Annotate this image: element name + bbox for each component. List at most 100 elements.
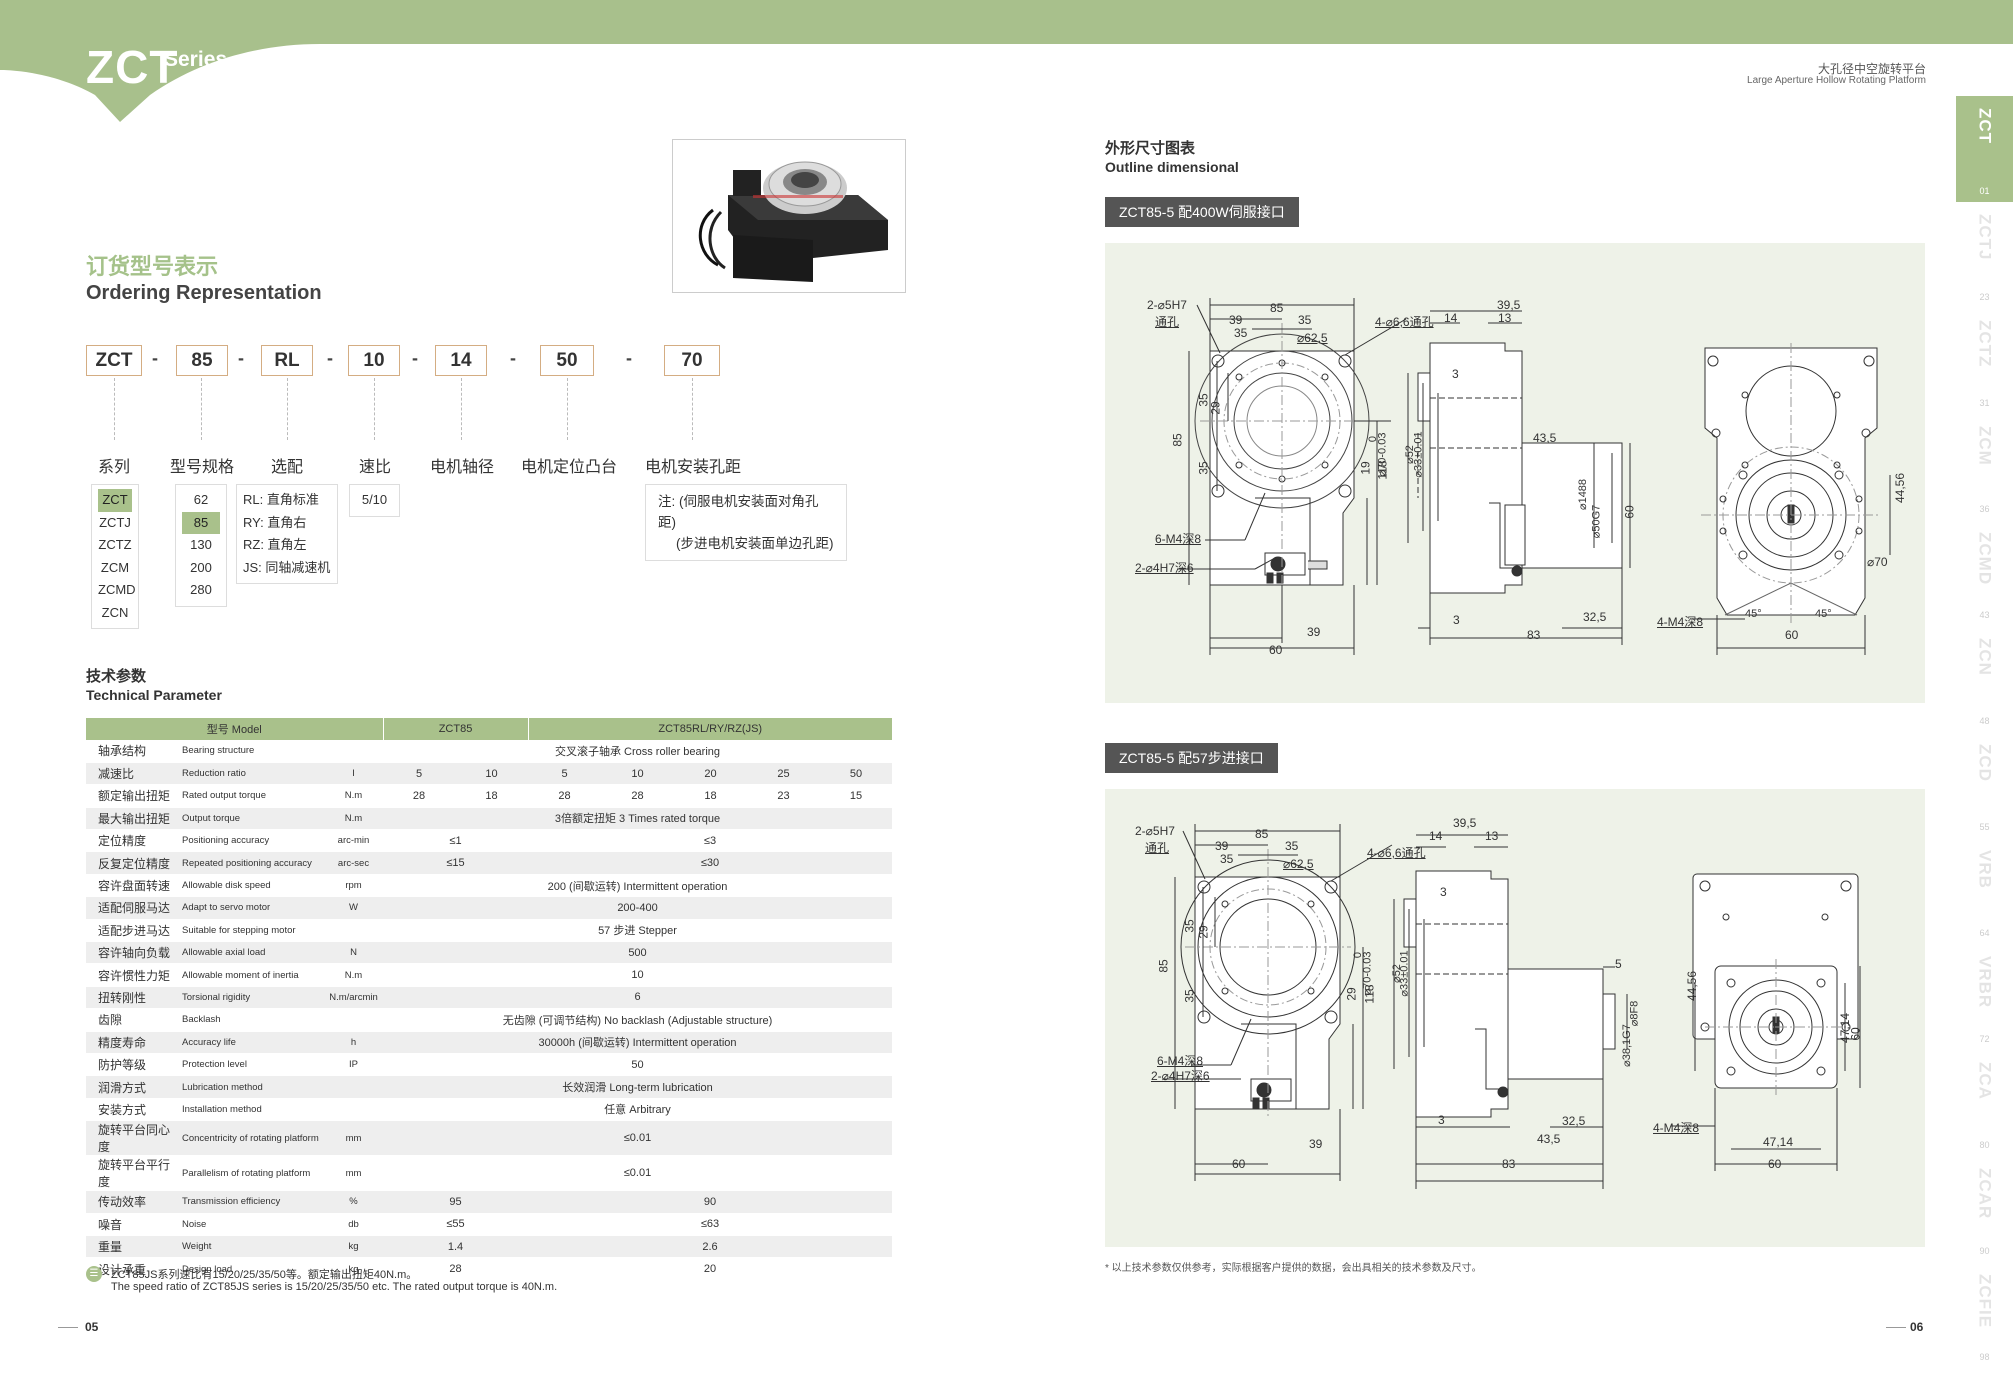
dim-label: 29 — [1208, 401, 1223, 415]
series-subtitle: Series — [164, 48, 228, 71]
side-tab-label: ZCFIE — [1975, 1274, 1995, 1329]
header-title-cn: 大孔径中空旋转平台 — [1817, 62, 1926, 76]
dim-label: 35 — [1285, 839, 1299, 853]
tech-cell: Suitable for stepping motor — [176, 919, 324, 943]
tech-cell: 1.4 — [383, 1235, 528, 1259]
tech-cell: ≤63 — [528, 1213, 892, 1236]
side-tab-page: 98 — [1979, 1352, 1990, 1362]
tech-cell: Lubrication method — [176, 1075, 324, 1099]
tech-cell: 90 — [528, 1190, 892, 1214]
tech-note-cn: ZCT85JS系列速比有15/20/25/35/50等。额定输出扭矩40N.m。 — [111, 1269, 418, 1281]
side-tab-label: ZCTZ — [1975, 320, 1995, 368]
header-title-en: Large Aperture Hollow Rotating Platform — [1747, 75, 1926, 86]
tech-cell: 最大输出扭矩 — [86, 807, 176, 831]
side-tab-page: 55 — [1979, 822, 1990, 832]
tech-cell: ≤55 — [383, 1213, 528, 1236]
dim-label: 43,5 — [1533, 431, 1557, 445]
code-hole-distance: 70 — [664, 345, 720, 376]
option-item: 280 — [190, 582, 212, 597]
option-item: 200 — [190, 559, 212, 575]
tech-cell: 轴承结构 — [86, 740, 176, 763]
dim-label: 43,5 — [1537, 1132, 1561, 1146]
connector-line — [461, 378, 462, 440]
side-tab-page: 80 — [1979, 1140, 1990, 1150]
option-item: ZCTZ — [98, 537, 132, 552]
tech-cell: Allowable moment of inertia — [176, 963, 324, 987]
dim-label: 4-M4深8 — [1653, 1121, 1700, 1135]
tech-cell: 10 — [601, 762, 674, 786]
tech-cell: Concentricity of rotating platform — [176, 1120, 324, 1157]
tech-cell: Allowable axial load — [176, 941, 324, 965]
side-tab-zctj[interactable]: ZCTJ 23 — [1956, 202, 2013, 308]
side-tab-page: 43 — [1979, 610, 1990, 620]
tech-cell: W — [324, 896, 383, 920]
tech-cell: 容许惯性力矩 — [86, 963, 176, 987]
code-dash: - — [152, 348, 158, 368]
connector-line — [201, 378, 202, 440]
category-shaft: 电机轴径 — [430, 459, 495, 476]
code-config: RL — [261, 345, 313, 376]
dim-label: 29 — [1196, 925, 1211, 939]
hole-distance-note: 注: (伺服电机安装面对角孔距) (步进电机安装面单边孔距) — [645, 484, 847, 561]
dim-label: 60 — [1232, 1157, 1246, 1171]
dim-label: ⌀62,5 — [1297, 331, 1328, 345]
option-item: ZCT — [98, 489, 132, 512]
side-tab-zcfie[interactable]: ZCFIE 98 — [1956, 1262, 2013, 1368]
dim-label: 39 — [1229, 313, 1243, 327]
tech-cell: 25 — [747, 762, 820, 786]
dim-label: 39,5 — [1497, 298, 1521, 312]
dim-label: 39 — [1215, 839, 1229, 853]
tech-cell: ≤0.01 — [383, 1155, 892, 1192]
dim-label: 4-⌀6,6通孔 — [1367, 846, 1426, 860]
code-dash: - — [626, 348, 632, 368]
side-tab-page: 36 — [1979, 504, 1990, 514]
dim-label: 4-⌀6,6通孔 — [1375, 315, 1434, 329]
side-tab-page: 72 — [1979, 1034, 1990, 1044]
category-boss: 电机定位凸台 — [521, 459, 618, 476]
code-ratio: 10 — [348, 345, 400, 376]
tech-cell: 额定输出扭矩 — [86, 784, 176, 808]
stepper-dimension-drawing — [1163, 824, 1861, 1189]
tech-cell: 设计承重 — [86, 1257, 176, 1281]
dim-label: 6-M4深8 — [1155, 532, 1202, 546]
side-tab-page: 48 — [1979, 716, 1990, 726]
dim-label: ⌀38,1G7 — [1620, 1024, 1633, 1067]
series-banner — [0, 0, 320, 122]
dim-label: ⌀70-0.03 — [1361, 951, 1374, 996]
side-tab-page: 23 — [1979, 292, 1990, 302]
tech-cell: 任意 Arbitrary — [383, 1098, 892, 1122]
option-item: JS: 同轴减速机 — [243, 559, 331, 575]
dim-label: 35 — [1182, 989, 1197, 1003]
option-item: 5/10 — [361, 492, 388, 507]
ordering-title-en: Ordering Representation — [86, 282, 322, 304]
tech-cell: Repeated positioning accuracy — [176, 851, 324, 875]
tech-cell: 28 — [383, 784, 455, 808]
tech-cell: I — [324, 762, 383, 786]
tech-cell: ≤0.01 — [383, 1120, 892, 1157]
outline-title-cn: 外形尺寸图表 — [1105, 140, 1196, 157]
connector-line — [567, 378, 568, 440]
tech-cell: ≤15 — [383, 851, 528, 875]
dim-label: 通孔 — [1145, 841, 1170, 855]
side-tab-label: ZCTJ — [1975, 214, 1995, 261]
tech-cell: 适配步进马达 — [86, 919, 176, 943]
tech-cell: N.m — [324, 784, 383, 808]
note-line: (步进电机安装面单边孔距) — [676, 536, 834, 551]
tech-cell: 10 — [383, 963, 892, 987]
dim-label: 60 — [1269, 643, 1283, 657]
tech-cell: 6 — [383, 986, 892, 1010]
